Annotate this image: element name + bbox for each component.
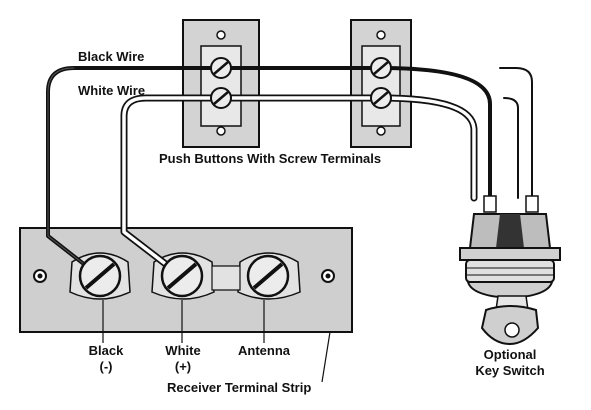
key-switch-flange: [459, 247, 561, 261]
screw-slot: [373, 61, 389, 75]
optional-label: Optional: [484, 347, 537, 362]
screw-slot: [373, 91, 389, 105]
key-switch-lug: [483, 195, 497, 213]
leader-line: [321, 331, 331, 383]
key-switch-icon: [459, 195, 561, 346]
receiver-screws: [78, 254, 290, 298]
screw-slot: [166, 262, 198, 290]
push-buttons-label: Push Buttons With Screw Terminals: [159, 151, 381, 166]
white-wire-label: White Wire: [78, 83, 145, 98]
white-terminal-label: White: [165, 343, 200, 358]
mount-hole-icon: [376, 126, 386, 136]
jumper-wire: [503, 97, 519, 199]
antenna-label: Antenna: [238, 343, 291, 358]
push-button-screws: [210, 57, 392, 109]
key-hole-icon: [504, 322, 520, 338]
black-polarity-label: (-): [100, 359, 113, 374]
leader-lines: [102, 300, 331, 383]
terminal-bridge: [211, 265, 241, 291]
white-polarity-label: (+): [175, 359, 191, 374]
mount-hole-icon: [325, 273, 331, 279]
key-switch-label: Key Switch: [475, 363, 544, 378]
push-button-left: [182, 19, 260, 148]
black-wire-label: Black Wire: [78, 49, 144, 64]
black-terminal-label: Black: [89, 343, 124, 358]
mount-hole-icon: [216, 30, 226, 40]
screw-slot: [213, 91, 229, 105]
mount-hole-icon: [216, 126, 226, 136]
key-switch-lug: [525, 195, 539, 213]
key-switch-nut: [465, 259, 555, 283]
mount-hole-icon: [37, 273, 43, 279]
mount-hole-icon: [376, 30, 386, 40]
black-wire-highlight: [47, 67, 95, 273]
screw-slot: [252, 262, 284, 290]
push-button-right: [350, 19, 412, 148]
key-switch-shade: [496, 214, 524, 248]
jumper-wire: [499, 67, 533, 199]
push-button-inner-plate: [361, 45, 401, 127]
receiver-strip-label: Receiver Terminal Strip: [167, 380, 311, 395]
screw-slot: [213, 61, 229, 75]
screw-slot: [84, 262, 116, 290]
